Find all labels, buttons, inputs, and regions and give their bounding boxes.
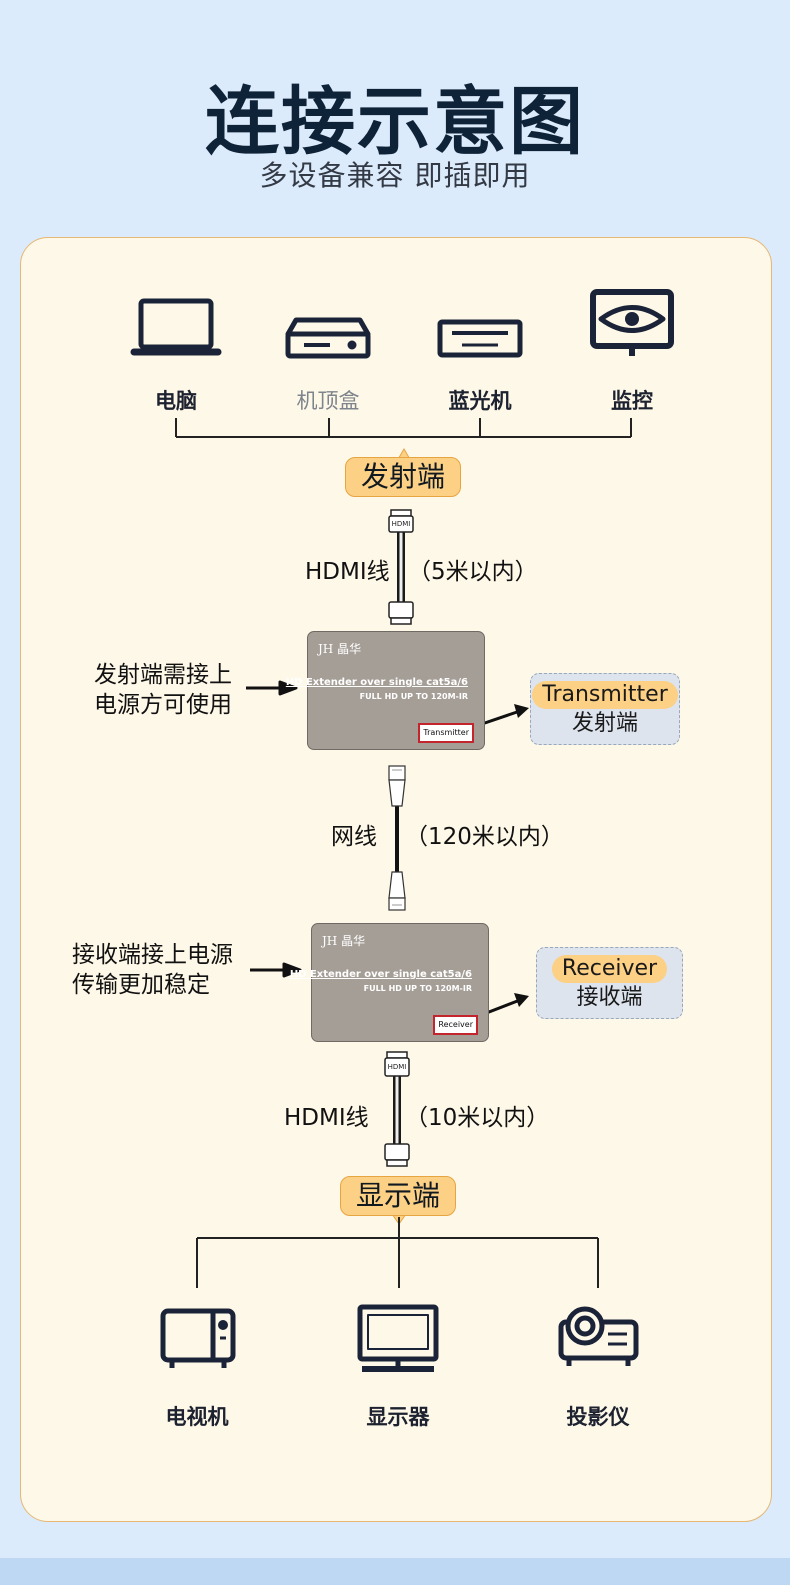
transmitter-spec-line: FULL HD UP TO 120M-IR — [359, 692, 468, 701]
transmitter-tag: Transmitter — [418, 723, 474, 743]
receiver-power-note: 接收端接上电源 传输更加稳定 — [72, 942, 233, 998]
receiver-spec-line: FULL HD UP TO 120M-IR — [363, 984, 472, 993]
bluray-player-icon — [437, 319, 523, 358]
arrow-to-transmitter — [246, 680, 298, 696]
receiver-tag: Receiver — [433, 1015, 478, 1035]
display-hub-label: 显示端 — [340, 1176, 456, 1216]
hdmi-cable-bottom-note: （10米以内） — [405, 1105, 550, 1131]
network-cable-label: 网线 — [331, 824, 377, 850]
monitor-icon — [357, 1304, 439, 1372]
hdmi-cable-bottom-label: HDMI线 — [284, 1105, 369, 1131]
hdmi-cable-bottom — [384, 1051, 410, 1167]
source-label-surveillance: 监控 — [611, 389, 653, 413]
tv-icon — [160, 1308, 236, 1368]
display-label-tv: 电视机 — [165, 1405, 229, 1429]
source-label-pc: 电脑 — [155, 389, 197, 413]
source-label-bluray: 蓝光机 — [448, 389, 512, 413]
page-title: 连接示意图 — [205, 79, 585, 165]
transmitter-power-note: 发射端需接上 电源方可使用 — [94, 662, 232, 718]
transmitter-model-line: HD Extender over single cat5a/6 — [285, 677, 468, 688]
hdmi-cable-top-label: HDMI线 — [305, 559, 390, 585]
source-label-set-top-box: 机顶盒 — [296, 389, 360, 413]
set-top-box-icon — [285, 317, 371, 359]
transmitter-brand: JH 晶华 — [318, 642, 362, 656]
display-label-monitor: 显示器 — [366, 1405, 430, 1429]
footer-bar — [0, 1558, 790, 1585]
hdmi-cable-top — [388, 509, 414, 625]
hdmi-plug-label-bottom: HDMI — [387, 1063, 407, 1071]
receiver-model-line: HD Extender over single cat5a/6 — [289, 969, 472, 980]
transmitter-callout-en: Transmitter — [532, 681, 678, 709]
receiver-callout: Receiver 接收端 — [536, 947, 683, 1019]
hdmi-cable-top-note: （5米以内） — [408, 559, 538, 585]
receiver-brand: JH 晶华 — [322, 934, 366, 948]
projector-icon — [558, 1306, 639, 1366]
transmitter-device: JH 晶华 HD Extender over single cat5a/6 FU… — [286, 631, 485, 750]
network-cable — [388, 765, 406, 911]
surveillance-monitor-icon — [590, 289, 674, 356]
receiver-device: JH 晶华 HD Extender over single cat5a/6 FU… — [290, 923, 489, 1042]
network-cable-note: （120米以内） — [405, 824, 564, 850]
display-label-projector: 投影仪 — [566, 1405, 630, 1429]
laptop-icon — [130, 298, 222, 356]
transmitter-callout-zh: 发射端 — [571, 711, 638, 736]
receiver-callout-en: Receiver — [551, 955, 668, 983]
page-subtitle: 多设备兼容 即插即用 — [259, 159, 531, 192]
hdmi-plug-label-top: HDMI — [391, 520, 411, 528]
transmit-hub-label: 发射端 — [345, 457, 461, 497]
receiver-callout-zh: 接收端 — [576, 985, 643, 1010]
transmitter-callout: Transmitter 发射端 — [530, 673, 680, 745]
arrow-to-receiver — [250, 962, 302, 978]
